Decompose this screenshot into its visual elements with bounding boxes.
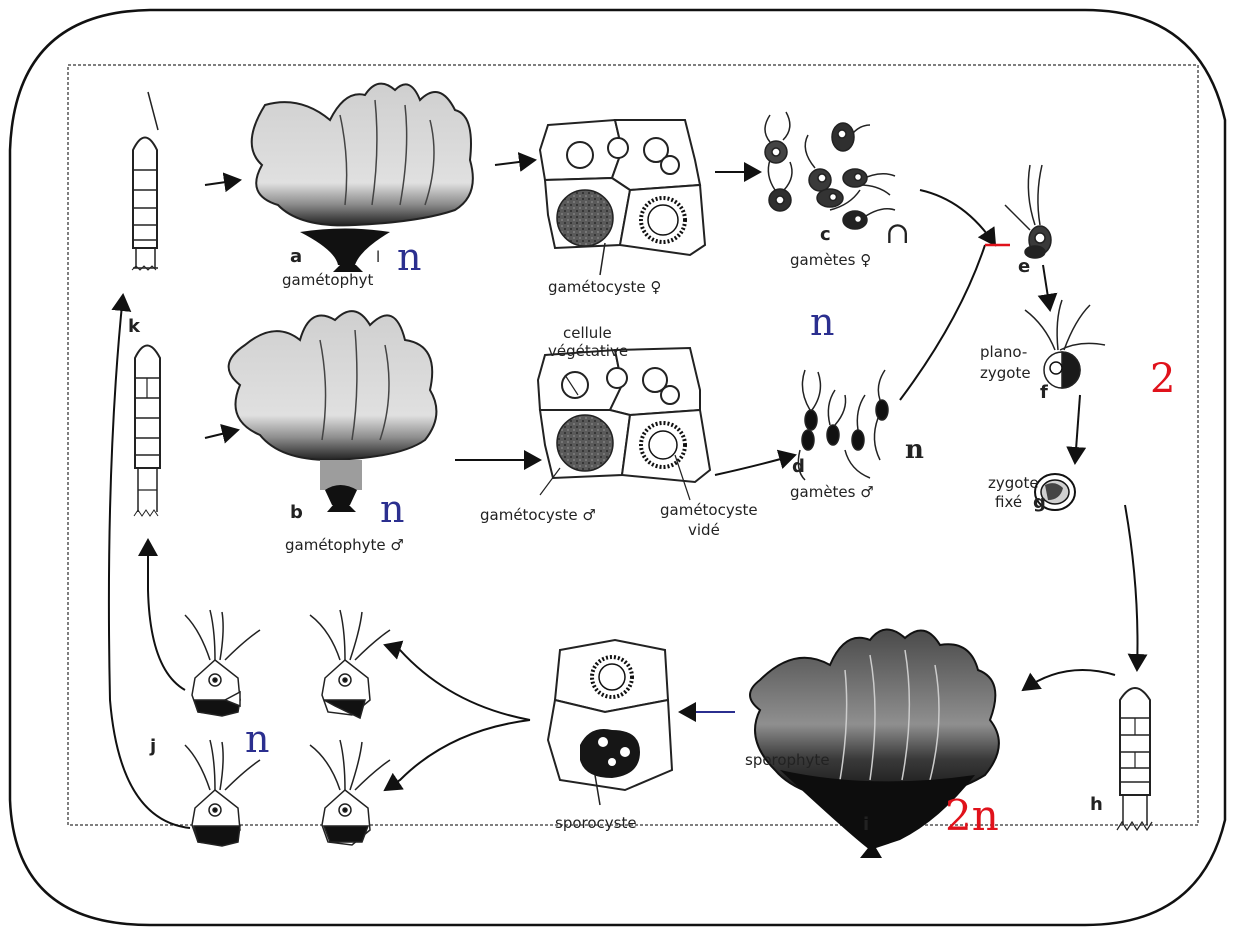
zoospore-1 bbox=[185, 610, 260, 716]
extra-mark-a: l bbox=[376, 248, 380, 266]
ploidy-c: ∩ bbox=[885, 216, 910, 251]
label-gametocyste-vide-1: gamétocyste bbox=[660, 501, 758, 519]
caption-zygote-fixe-1: zygote bbox=[988, 474, 1039, 492]
label-gametocyste-male: gamétocyste ♂ bbox=[480, 506, 596, 524]
zoospore-4 bbox=[310, 740, 390, 845]
arrow-a-to-cells bbox=[495, 160, 535, 165]
label-cellule-1: cellule bbox=[563, 324, 612, 342]
letter-j: j bbox=[149, 736, 156, 757]
arrow-sporocyste-to-j-bottom bbox=[385, 720, 530, 790]
arrow-h-to-i bbox=[1023, 670, 1115, 690]
label-gametocyste-female: gamétocyste ♀ bbox=[548, 278, 661, 296]
letter-h: h bbox=[1090, 794, 1103, 815]
letter-f: f bbox=[1040, 382, 1048, 403]
arrow-f-to-g bbox=[1075, 395, 1080, 463]
gametes-d bbox=[798, 370, 888, 480]
label-sporocyste: sporocyste bbox=[555, 814, 637, 832]
arrow-cells-to-d bbox=[715, 455, 795, 475]
filament-h bbox=[1117, 688, 1152, 830]
arrow-sporocyste-to-j-top bbox=[385, 645, 530, 720]
caption-gametophyte-b: gamétophyte ♂ bbox=[285, 536, 404, 554]
zoospore-2 bbox=[310, 610, 390, 718]
letter-d: d bbox=[792, 456, 805, 477]
gamete-fusion-e bbox=[1005, 165, 1051, 258]
caption-sporophyte: sporophyte bbox=[745, 751, 830, 769]
arrow-g-to-h bbox=[1125, 505, 1138, 670]
arrow-d-to-e bbox=[900, 245, 985, 400]
arrow-e-to-f bbox=[1043, 265, 1050, 310]
letter-g: g bbox=[1033, 492, 1046, 513]
caption-gametes-c: gamètes ♀ bbox=[790, 251, 871, 269]
ploidy-j: n bbox=[245, 717, 269, 761]
caption-zygote-fixe-2: fixé bbox=[995, 493, 1022, 511]
label-cellule-2: végétative bbox=[548, 342, 628, 360]
arrow-k-to-a bbox=[205, 180, 240, 185]
zoospores-j bbox=[185, 610, 390, 846]
gametes-c bbox=[765, 112, 895, 229]
gametophyte-a-thallus bbox=[252, 84, 473, 272]
arrow-k-to-b bbox=[205, 430, 238, 438]
letter-e: e bbox=[1018, 256, 1030, 277]
ploidy-d-floating: n bbox=[810, 300, 834, 344]
caption-planozygote-2: zygote bbox=[980, 364, 1031, 382]
gametophyte-b-thallus bbox=[229, 311, 437, 512]
letter-b: b bbox=[290, 502, 303, 523]
ploidy-d: n bbox=[905, 435, 924, 465]
letter-k: k bbox=[128, 316, 141, 337]
filament-k-top bbox=[132, 92, 158, 270]
label-gametocyste-vide-2: vidé bbox=[688, 521, 720, 539]
caption-gametes-d: gamètes ♂ bbox=[790, 483, 874, 501]
planozygote-f bbox=[1025, 300, 1105, 388]
ploidy-i: 2n bbox=[945, 791, 999, 840]
arrow-j-to-k-middle bbox=[148, 540, 185, 690]
caption-gametophyte-a: gamétophyt bbox=[282, 271, 374, 289]
letter-a: a bbox=[290, 246, 302, 267]
letter-c: c bbox=[820, 224, 831, 245]
filament-k-middle bbox=[134, 346, 160, 517]
ploidy-a: n bbox=[397, 235, 421, 279]
ploidy-b: n bbox=[380, 487, 404, 531]
arrow-c-to-e bbox=[920, 190, 995, 245]
caption-planozygote-1: plano- bbox=[980, 343, 1027, 361]
letter-i: i bbox=[863, 814, 869, 835]
ploidy-f: 2 bbox=[1150, 356, 1175, 402]
